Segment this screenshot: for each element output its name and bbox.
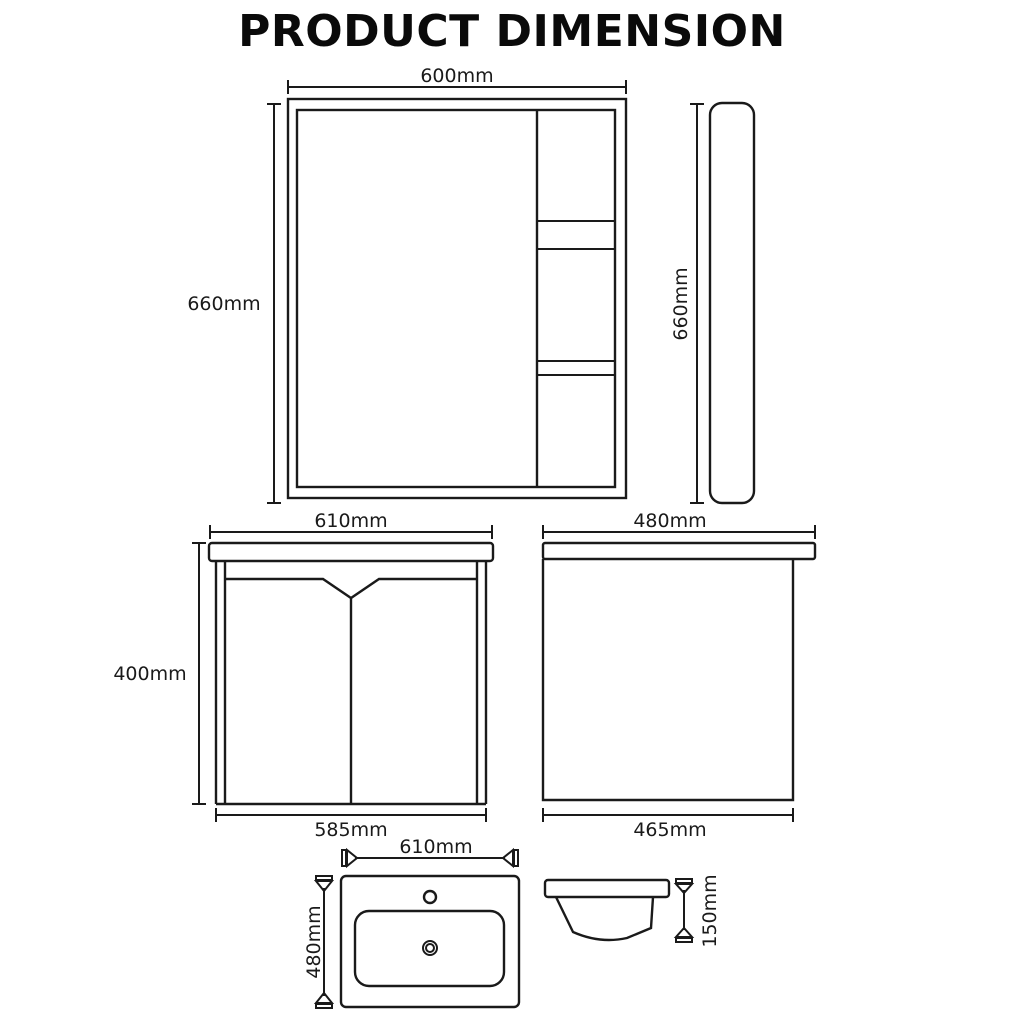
vanity-side: 480mm 465mm (541, 510, 817, 841)
mirror-outer-frame (286, 97, 628, 500)
tap-hole (422, 889, 438, 905)
mirror-inner-frame (295, 108, 617, 489)
mirror-cabinet-side: 660mm (670, 101, 756, 505)
vanity-bottom-width-label: 585mm (314, 819, 387, 841)
mirror-height-dimension: 660mm (187, 103, 281, 504)
basin-depth-label: 480mm (303, 905, 325, 978)
mirror-cabinet-front: 600mm 660mm (187, 65, 628, 504)
vanity-side-top-depth-label: 480mm (633, 510, 706, 532)
vanity-top-width-label: 610mm (314, 510, 387, 532)
basin-width-label: 610mm (399, 836, 472, 858)
vanity-side-body (541, 559, 795, 802)
page-title: PRODUCT DIMENSION (238, 6, 786, 57)
vanity-height-label: 400mm (113, 663, 186, 685)
mirror-width-label: 600mm (420, 65, 493, 87)
mirror-height-label: 660mm (187, 293, 260, 315)
drain-inner (425, 943, 435, 953)
basin-side-view: 150mm (543, 874, 721, 948)
mirror-side-height-label: 660mm (670, 267, 692, 340)
vanity-countertop (207, 541, 495, 563)
basin-side-bowl (554, 896, 655, 942)
basin-top-view: 610mm 480mm (303, 836, 521, 1009)
basin-height-label: 150mm (699, 874, 721, 947)
vanity-side-bottom-depth-label: 465mm (633, 819, 706, 841)
mirror-side-profile (708, 101, 756, 505)
vanity-front: 610mm 400mm 585mm (113, 510, 495, 841)
basin-side-rim (543, 878, 671, 899)
basin-bowl (353, 909, 506, 988)
door-top-edge (225, 577, 477, 600)
basin-outline (339, 874, 521, 1009)
vanity-side-countertop (541, 541, 817, 561)
drain-outer (422, 940, 438, 956)
mirror-width-dimension: 600mm (287, 65, 627, 94)
